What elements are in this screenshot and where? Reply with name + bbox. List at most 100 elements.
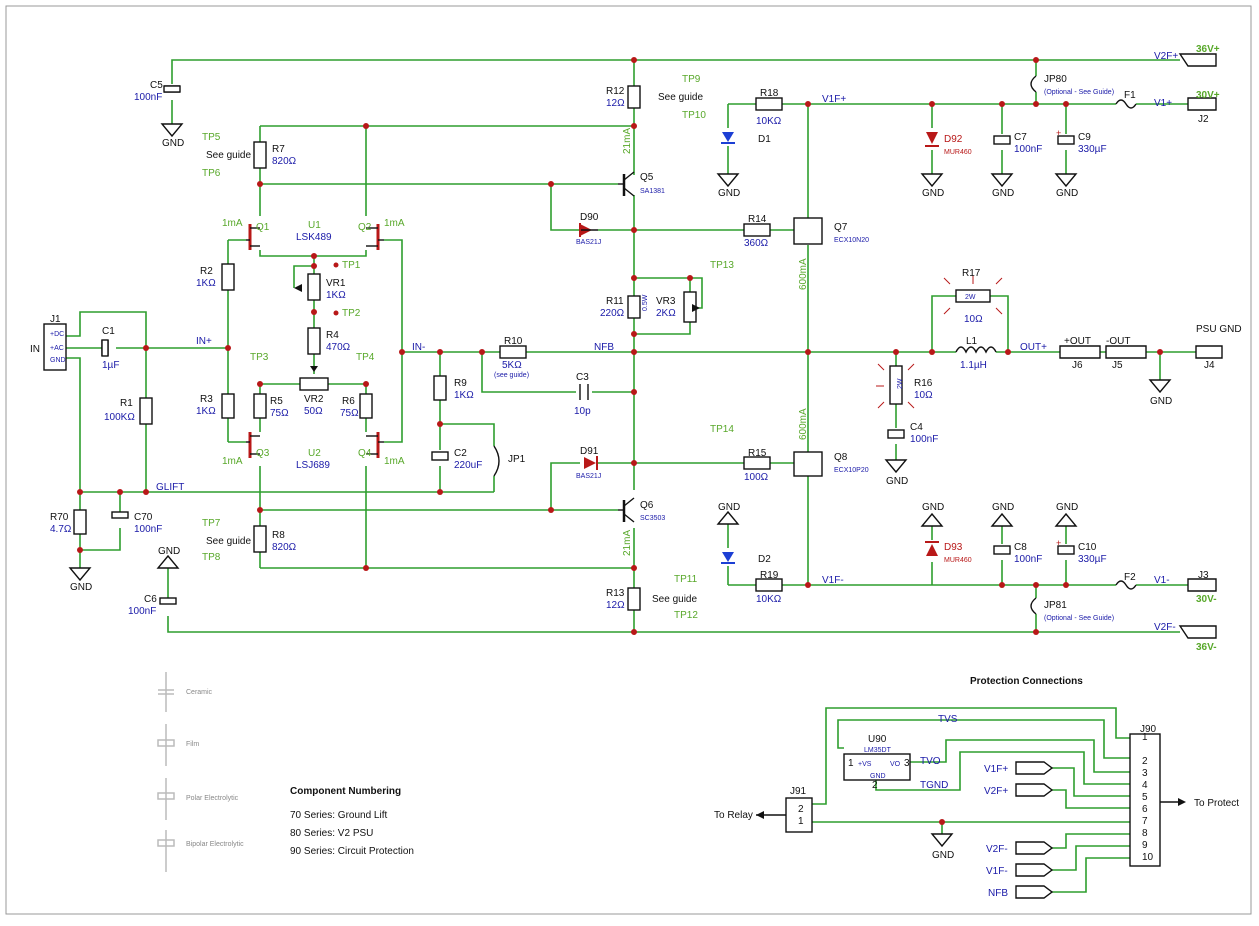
svg-text:J91: J91	[790, 786, 807, 797]
svg-text:4.7Ω: 4.7Ω	[50, 524, 72, 535]
svg-text:LM35DT: LM35DT	[864, 747, 892, 754]
svg-text:R10: R10	[504, 336, 523, 347]
net-out-plus: OUT+	[1020, 342, 1047, 353]
svg-text:GND: GND	[992, 188, 1014, 199]
svg-text:GND: GND	[870, 773, 886, 780]
svg-text:10KΩ: 10KΩ	[756, 594, 782, 605]
svg-text:L1: L1	[966, 336, 978, 347]
net-labels: IN+ IN- NFB GLIFT OUT+ V1F+ V1F- TVS TVO…	[156, 94, 1047, 791]
svg-text:F1: F1	[1124, 90, 1136, 101]
svg-text:R4: R4	[326, 330, 339, 341]
svg-text:J4: J4	[1204, 360, 1215, 371]
svg-text:3: 3	[904, 758, 910, 769]
net-tgnd: TGND	[920, 780, 948, 791]
svg-text:V1F-: V1F-	[986, 866, 1008, 877]
svg-text:R3: R3	[200, 394, 213, 405]
in-port-label: IN	[30, 344, 40, 355]
svg-text:12Ω: 12Ω	[606, 98, 625, 109]
svg-text:C3: C3	[576, 372, 589, 383]
svg-text:SA1381: SA1381	[640, 188, 665, 195]
svg-text:1mA: 1mA	[384, 218, 405, 229]
svg-text:TP10: TP10	[682, 110, 706, 121]
svg-text:Q2: Q2	[358, 222, 372, 233]
svg-text:VR2: VR2	[304, 394, 324, 405]
svg-text:R14: R14	[748, 214, 767, 225]
svg-text:R2: R2	[200, 266, 213, 277]
svg-text:C2: C2	[454, 448, 467, 459]
component-labels: J1 +DC +AC GND C1 1µF R1 100KΩ R70 4.7Ω …	[50, 74, 1215, 797]
svg-text:J6: J6	[1072, 360, 1083, 371]
svg-text:See guide: See guide	[658, 92, 703, 103]
svg-text:R1: R1	[120, 398, 133, 409]
svg-text:J3: J3	[1198, 570, 1209, 581]
svg-text:TP13: TP13	[710, 260, 734, 271]
svg-text:GND: GND	[162, 138, 184, 149]
svg-text:JP80: JP80	[1044, 74, 1067, 85]
svg-text:75Ω: 75Ω	[270, 408, 289, 419]
svg-text:5: 5	[1142, 792, 1148, 803]
svg-text:360Ω: 360Ω	[744, 238, 769, 249]
svg-text:TP11: TP11	[674, 574, 698, 585]
v2f-minus-label: V2F-	[1154, 622, 1176, 633]
svg-text:220uF: 220uF	[454, 460, 482, 471]
svg-text:GND: GND	[718, 502, 740, 513]
to-protect-label: To Protect	[1194, 798, 1239, 809]
svg-text:VR1: VR1	[326, 278, 346, 289]
svg-text:TP2: TP2	[342, 308, 361, 319]
resistor-bodies: 0.5W 2W 2W	[73, 85, 991, 611]
svg-text:V2F+: V2F+	[984, 786, 1008, 797]
svg-text:GND: GND	[50, 357, 66, 364]
svg-text:See guide: See guide	[206, 150, 251, 161]
svg-text:GND: GND	[922, 502, 944, 513]
r16-power-rating: 2W	[897, 378, 904, 389]
svg-text:R6: R6	[342, 396, 355, 407]
svg-text:Q1: Q1	[256, 222, 270, 233]
svg-text:100nF: 100nF	[134, 524, 162, 535]
svg-text:(see guide): (see guide)	[494, 372, 529, 379]
junction-dots	[77, 57, 1163, 825]
svg-text:1: 1	[848, 758, 854, 769]
svg-text:J1: J1	[50, 314, 61, 325]
svg-text:9: 9	[1142, 840, 1148, 851]
svg-text:90 Series: Circuit Protection: 90 Series: Circuit Protection	[290, 846, 414, 857]
r17-power-rating: 2W	[965, 294, 976, 301]
misc-symbols	[493, 75, 1137, 615]
svg-text:BAS21J: BAS21J	[576, 473, 601, 480]
svg-text:C8: C8	[1014, 542, 1027, 553]
svg-text:6: 6	[1142, 804, 1148, 815]
svg-text:R7: R7	[272, 144, 285, 155]
svg-text:820Ω: 820Ω	[272, 156, 297, 167]
v1-minus-volt: 30V-	[1196, 594, 1217, 605]
transistor-symbols	[246, 171, 823, 523]
svg-text:C5: C5	[150, 80, 163, 91]
svg-text:1: 1	[798, 816, 804, 827]
svg-text:TP12: TP12	[674, 610, 698, 621]
svg-text:5KΩ: 5KΩ	[502, 360, 522, 371]
svg-text:R8: R8	[272, 530, 285, 541]
svg-text:TP4: TP4	[356, 352, 375, 363]
svg-text:GND: GND	[922, 188, 944, 199]
connector-symbols	[43, 53, 1223, 899]
svg-text:C4: C4	[910, 422, 923, 433]
svg-text:TP14: TP14	[710, 424, 734, 435]
svg-text:C9: C9	[1078, 132, 1091, 143]
svg-text:100nF: 100nF	[1014, 144, 1042, 155]
svg-text:1mA: 1mA	[222, 218, 243, 229]
svg-text:100nF: 100nF	[134, 92, 162, 103]
v1-minus-label: V1-	[1154, 575, 1170, 586]
svg-text:10Ω: 10Ω	[914, 390, 933, 401]
svg-text:MUR460: MUR460	[944, 557, 972, 564]
diode-symbols	[579, 132, 939, 564]
psu-gnd-label: PSU GND	[1196, 324, 1242, 335]
svg-text:2: 2	[872, 780, 878, 791]
svg-text:2KΩ: 2KΩ	[656, 308, 676, 319]
svg-text:C6: C6	[144, 594, 157, 605]
svg-text:2: 2	[798, 804, 804, 815]
out-plus-label: +OUT	[1064, 336, 1091, 347]
svg-text:D1: D1	[758, 134, 771, 145]
svg-text:GND: GND	[1056, 188, 1078, 199]
svg-text:Component Numbering: Component Numbering	[290, 786, 401, 797]
net-in-plus: IN+	[196, 336, 212, 347]
svg-text:330µF: 330µF	[1078, 144, 1107, 155]
v2f-plus-label: V2F+	[1154, 51, 1178, 62]
